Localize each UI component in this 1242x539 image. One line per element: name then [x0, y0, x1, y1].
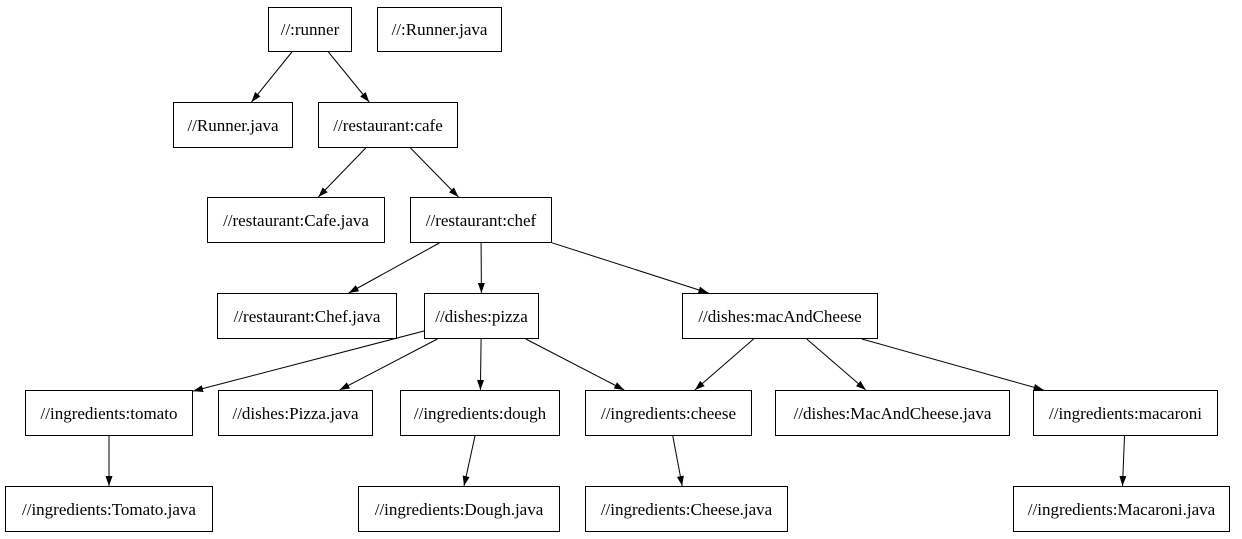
- node-cafe: //restaurant:cafe: [318, 102, 458, 148]
- node-pizza: //dishes:pizza: [424, 293, 539, 339]
- node-cafe-java: //restaurant:Cafe.java: [207, 197, 385, 243]
- node-runner: //:runner: [268, 7, 352, 52]
- node-dough: //ingredients:dough: [400, 390, 560, 436]
- node-runner-java-root: //:Runner.java: [377, 7, 502, 52]
- node-chef-java: //restaurant:Chef.java: [217, 293, 397, 339]
- node-cheese: //ingredients:cheese: [585, 390, 752, 436]
- node-macaroni: //ingredients:macaroni: [1033, 390, 1218, 436]
- node-cheese-java: //ingredients:Cheese.java: [585, 486, 788, 532]
- node-pizza-java: //dishes:Pizza.java: [218, 390, 373, 436]
- node-runner-java: //Runner.java: [173, 102, 293, 148]
- node-chef: //restaurant:chef: [410, 197, 552, 243]
- node-dough-java: //ingredients:Dough.java: [358, 486, 560, 532]
- node-mac-and-cheese: //dishes:macAndCheese: [682, 293, 878, 339]
- node-tomato-java: //ingredients:Tomato.java: [5, 486, 213, 532]
- node-tomato: //ingredients:tomato: [25, 390, 193, 436]
- node-mac-and-cheese-java: //dishes:MacAndCheese.java: [775, 390, 1010, 436]
- node-macaroni-java: //ingredients:Macaroni.java: [1013, 486, 1230, 532]
